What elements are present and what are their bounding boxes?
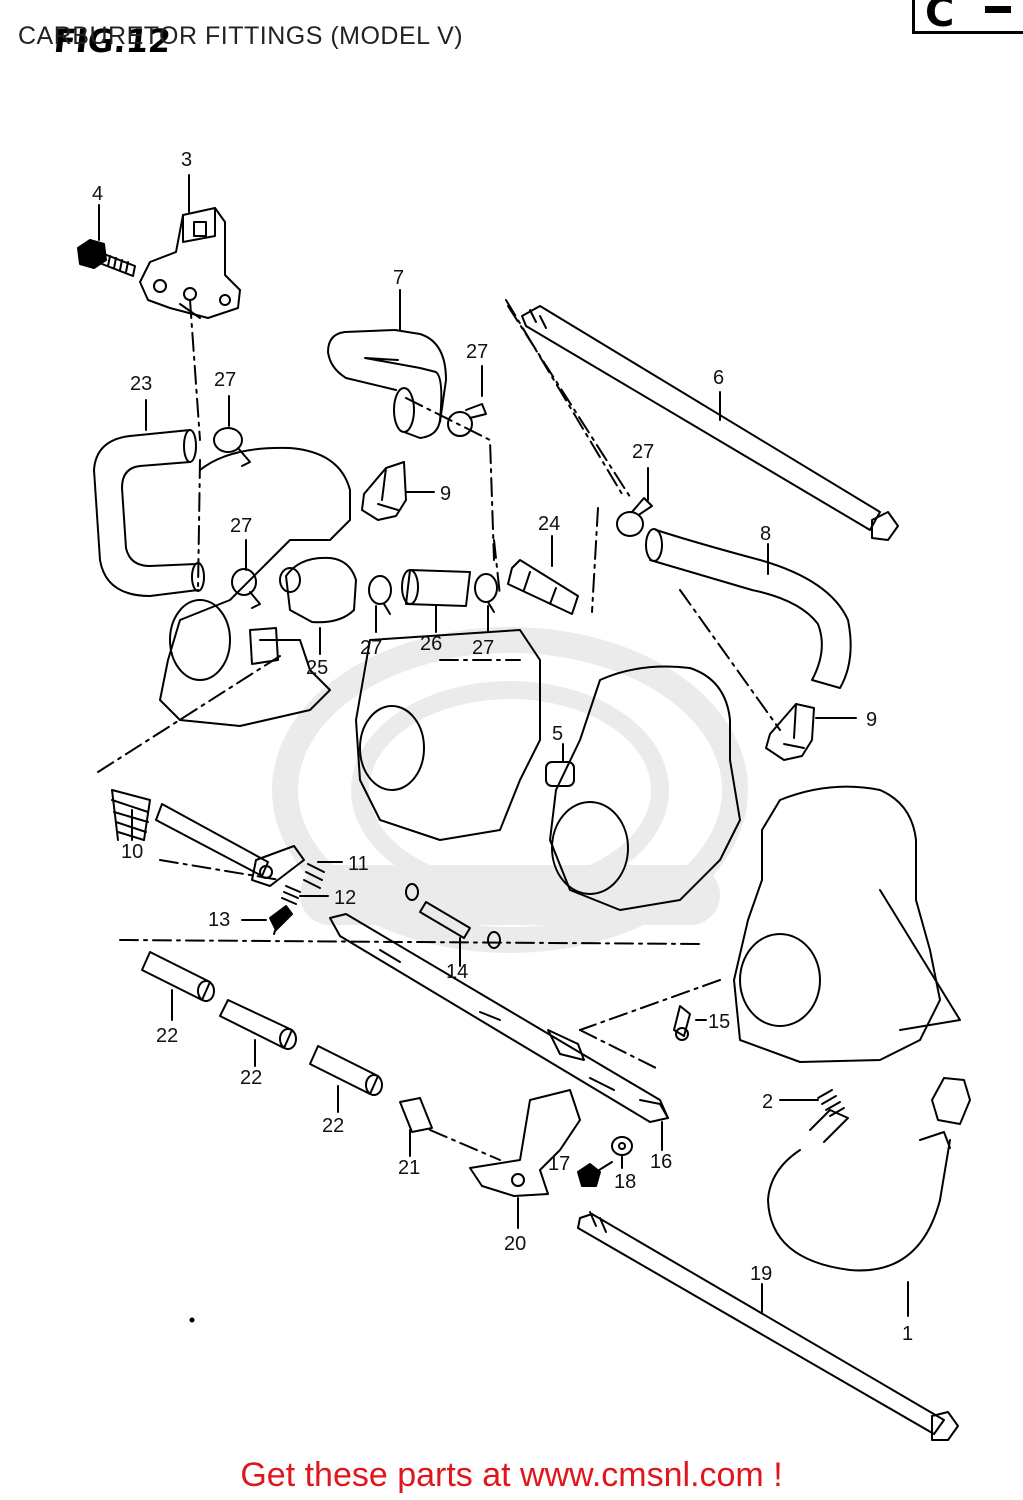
part-22-sleeve-c[interactable] xyxy=(309,1045,383,1096)
part-label-21: 21 xyxy=(398,1157,420,1179)
part-22-sleeve-a[interactable] xyxy=(141,951,215,1002)
part-18-washer[interactable] xyxy=(611,1136,633,1156)
part-8-hose[interactable] xyxy=(645,528,852,689)
part-label-22a: 22 xyxy=(156,1025,178,1047)
part-label-22c: 22 xyxy=(322,1115,344,1137)
part-7-hose[interactable] xyxy=(327,329,447,439)
part-3-sensor[interactable] xyxy=(139,207,241,319)
part-label-17: 17 xyxy=(548,1153,570,1175)
part-label-19: 19 xyxy=(750,1263,772,1285)
part-label-15: 15 xyxy=(708,1011,730,1033)
part-27-clamp-f[interactable] xyxy=(474,573,498,613)
part-label-6: 6 xyxy=(713,367,724,389)
part-label-27d: 27 xyxy=(230,515,252,537)
part-16-bracket[interactable] xyxy=(329,913,669,1123)
section-box xyxy=(912,0,1023,34)
carburetor-body-1 xyxy=(159,446,351,727)
part-label-27e: 27 xyxy=(360,637,382,659)
part-27-clamp-a[interactable] xyxy=(213,427,251,467)
part-27-clamp-d[interactable] xyxy=(616,497,653,537)
part-14-pins[interactable] xyxy=(405,883,501,949)
part-label-27c: 27 xyxy=(632,441,654,463)
part-25-valve[interactable] xyxy=(279,556,357,624)
part-23-hose[interactable] xyxy=(93,429,205,597)
part-9-fitting-b[interactable] xyxy=(765,703,815,761)
part-label-23: 23 xyxy=(130,373,152,395)
part-number-labels: 1 2 3 4 5 6 7 8 9 9 10 11 12 13 14 15 16… xyxy=(92,149,913,1345)
part-4-bolt[interactable] xyxy=(77,239,136,277)
part-13-screw[interactable] xyxy=(269,905,293,935)
carburetor-body-4 xyxy=(733,785,961,1063)
part-label-27f: 27 xyxy=(472,637,494,659)
part-1-cable[interactable] xyxy=(767,1077,971,1272)
part-label-13: 13 xyxy=(208,909,230,931)
section-letter: C xyxy=(925,0,955,36)
part-2-spring[interactable] xyxy=(817,1089,845,1117)
part-label-5: 5 xyxy=(552,723,563,745)
part-27-clamp-e[interactable] xyxy=(368,575,392,615)
part-label-9b: 9 xyxy=(866,709,877,731)
part-9-fitting-a[interactable] xyxy=(361,461,407,521)
carburetor-body-2 xyxy=(355,629,541,841)
part-label-25: 25 xyxy=(306,657,328,679)
part-20-bracket[interactable] xyxy=(469,1089,581,1197)
part-21-bushing[interactable] xyxy=(399,1097,433,1133)
part-17-bolt[interactable] xyxy=(577,1161,613,1187)
part-label-9a: 9 xyxy=(440,483,451,505)
part-label-20: 20 xyxy=(504,1233,526,1255)
part-label-26: 26 xyxy=(420,633,442,655)
part-label-7: 7 xyxy=(393,267,404,289)
part-label-8: 8 xyxy=(760,523,771,545)
part-11-shaft[interactable] xyxy=(155,803,325,889)
part-label-11: 11 xyxy=(348,853,369,875)
part-label-18: 18 xyxy=(614,1171,636,1193)
part-label-4: 4 xyxy=(92,183,103,205)
part-label-16: 16 xyxy=(650,1151,672,1173)
part-label-24: 24 xyxy=(538,513,560,535)
part-label-27b: 27 xyxy=(466,341,488,363)
guide-lines xyxy=(97,299,781,1161)
part-label-1: 1 xyxy=(902,1323,913,1345)
part-label-10: 10 xyxy=(121,841,143,863)
part-19-bolt[interactable] xyxy=(577,1211,959,1441)
part-24-connector[interactable] xyxy=(507,559,579,615)
part-label-2: 2 xyxy=(762,1091,773,1113)
part-label-27a: 27 xyxy=(214,369,236,391)
part-27-clamp-b[interactable] xyxy=(231,568,261,609)
part-label-14: 14 xyxy=(446,961,468,983)
footer-link[interactable]: Get these parts at www.cmsnl.com ! xyxy=(240,1456,783,1494)
part-15-screw[interactable] xyxy=(673,1005,691,1041)
page-title: CARBURETOR FITTINGS (MODEL V) xyxy=(18,22,464,50)
part-label-22b: 22 xyxy=(240,1067,262,1089)
section-dash xyxy=(985,6,1011,13)
part-26-tube[interactable] xyxy=(401,569,471,607)
part-label-3: 3 xyxy=(181,149,192,171)
part-label-12: 12 xyxy=(334,887,356,909)
part-22-sleeve-b[interactable] xyxy=(219,999,297,1050)
carburetor-body-3 xyxy=(545,665,741,911)
part-10-spring[interactable] xyxy=(111,789,151,841)
part-27-clamp-c[interactable] xyxy=(447,403,487,437)
part-12-spring[interactable] xyxy=(281,885,301,905)
part-6-rod[interactable] xyxy=(521,305,899,541)
